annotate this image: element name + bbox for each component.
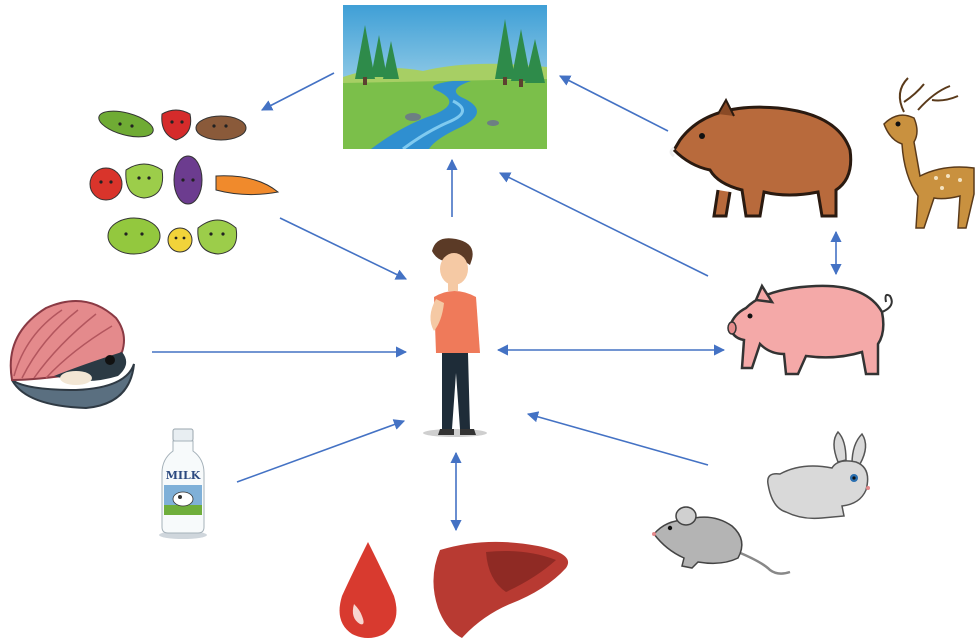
milk-bottle-icon: MILK <box>158 427 208 539</box>
vegetables-icon <box>86 100 280 260</box>
arrow-boar-to-landscape <box>560 76 668 131</box>
human-icon <box>420 237 490 439</box>
milk-label: MILK <box>166 469 201 482</box>
arrow-vegetables-to-person <box>280 218 406 279</box>
pig-icon <box>726 282 898 378</box>
liver-icon <box>426 538 570 640</box>
arrow-rabbit-to-person <box>528 414 708 465</box>
arrow-milk-to-person <box>237 421 404 482</box>
deer-icon <box>874 72 977 230</box>
shellfish-icon <box>6 294 138 412</box>
blood-drop-icon <box>336 540 400 638</box>
wild-boar-icon <box>668 94 860 220</box>
river-landscape-icon <box>343 5 547 149</box>
mouse-icon <box>652 504 792 580</box>
